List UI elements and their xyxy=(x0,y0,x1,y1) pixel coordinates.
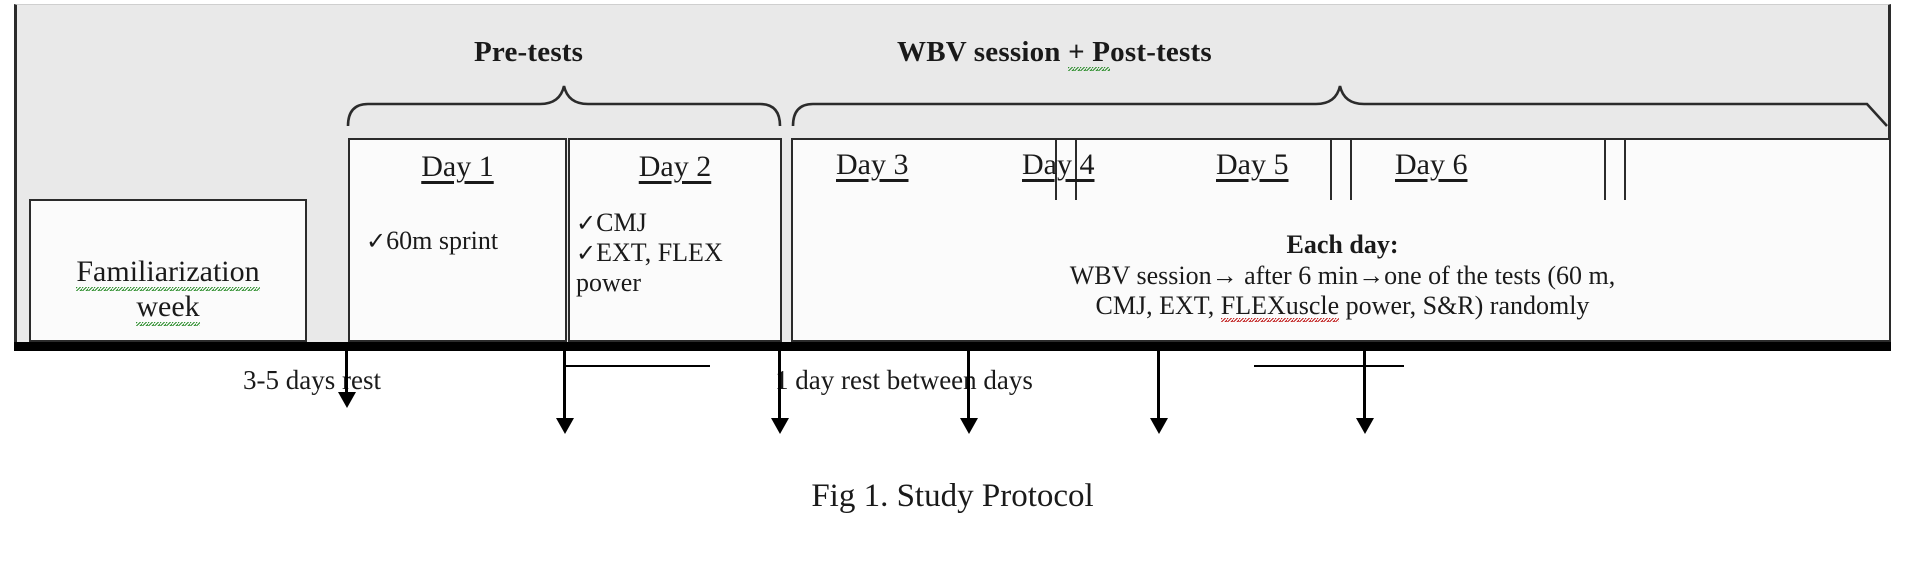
wbv-title-part2: ost-tests xyxy=(1110,36,1212,68)
arrow-head-familiarization xyxy=(338,392,356,408)
day-2-label: Day 2 xyxy=(638,150,712,183)
each-day-line2-b: FLEXuscle xyxy=(1220,291,1340,323)
rest-label-between: 1 day rest between days xyxy=(775,365,1033,395)
day-divider-3-4-b xyxy=(1075,138,1077,200)
day-1-label: Day 1 xyxy=(421,150,494,183)
familiarization-text: Familiarization week xyxy=(31,255,305,326)
each-day-heading: Each day: xyxy=(1286,230,1399,259)
day-1-bullet-0: 60m sprint xyxy=(386,226,499,255)
familiarization-line2: week xyxy=(136,289,200,326)
check-icon: ✓ xyxy=(366,229,387,255)
familiarization-box: Familiarization week xyxy=(29,199,307,342)
arrow-connector-day5 xyxy=(1254,365,1404,367)
day-2-bullet-row-1: ✓EXT, FLEX xyxy=(576,238,780,268)
arrow-head-day3 xyxy=(960,418,978,434)
wbv-title-plus: + P xyxy=(1068,36,1111,71)
day-2-bullet-row-2: power xyxy=(576,268,780,297)
day-4-label: Day 4 xyxy=(1022,148,1095,181)
check-icon: ✓ xyxy=(576,211,597,237)
check-icon: ✓ xyxy=(576,240,597,267)
day-2-bullet-1: EXT, FLEX xyxy=(596,237,723,267)
day-divider-5-6 xyxy=(1604,138,1606,200)
days-3-to-6-box xyxy=(791,138,1891,342)
day-2-bullet-row-0: ✓CMJ xyxy=(576,208,780,238)
each-day-line2-c: power, S&R) randomly xyxy=(1339,291,1590,321)
day-1-bullets: ✓60m sprint xyxy=(350,226,565,256)
arrow-head-day5 xyxy=(1356,418,1374,434)
arrow-connector-day1 xyxy=(563,365,710,367)
day-5-label: Day 5 xyxy=(1216,148,1289,181)
each-day-line1: WBV session→ after 6 min→one of the test… xyxy=(1069,260,1616,290)
day-divider-3-4 xyxy=(1055,138,1057,200)
brace-pretests xyxy=(346,85,782,127)
each-day-protocol-text: Each day: WBV session→ after 6 min→one o… xyxy=(800,230,1885,323)
arrow-head-day1 xyxy=(556,418,574,434)
day-divider-4-5 xyxy=(1330,138,1332,200)
arrow-stem-familiarization xyxy=(345,351,348,395)
arrow-head-day2 xyxy=(771,418,789,434)
day-divider-4-5-b xyxy=(1350,138,1352,200)
day-2-bullets: ✓CMJ ✓EXT, FLEX power xyxy=(570,208,780,297)
figure-caption: Fig 1. Study Protocol xyxy=(811,478,1094,514)
arrow-head-day4 xyxy=(1150,418,1168,434)
rest-label-pre: 3-5 days rest xyxy=(243,365,381,395)
day-3-label: Day 3 xyxy=(836,148,909,181)
timeline-bar xyxy=(14,342,1891,351)
arrow-stem-day2 xyxy=(778,351,781,421)
arrow-stem-day4 xyxy=(1157,351,1160,421)
wbv-title-part1: WBV session xyxy=(897,36,1069,68)
group-title-pretests: Pre-tests xyxy=(474,36,584,68)
day-1-box: Day 1 ✓60m sprint xyxy=(348,138,567,342)
each-day-line2-a: CMJ, EXT, xyxy=(1095,291,1221,321)
day-2-bullet-0: CMJ xyxy=(596,208,647,237)
familiarization-line1: Familiarization xyxy=(76,255,260,291)
day-divider-5-6-b xyxy=(1624,138,1626,200)
day-2-bullet-2: power xyxy=(576,267,641,297)
day-2-box: Day 2 ✓CMJ ✓EXT, FLEX power xyxy=(568,138,782,342)
brace-wbv xyxy=(791,85,1888,127)
arrow-stem-day5 xyxy=(1363,351,1366,421)
day-6-label: Day 6 xyxy=(1395,148,1468,181)
group-title-wbv-posttests: WBV session + Post-tests xyxy=(897,36,1212,71)
arrow-stem-day3 xyxy=(967,351,970,421)
arrow-stem-day1 xyxy=(563,351,566,421)
